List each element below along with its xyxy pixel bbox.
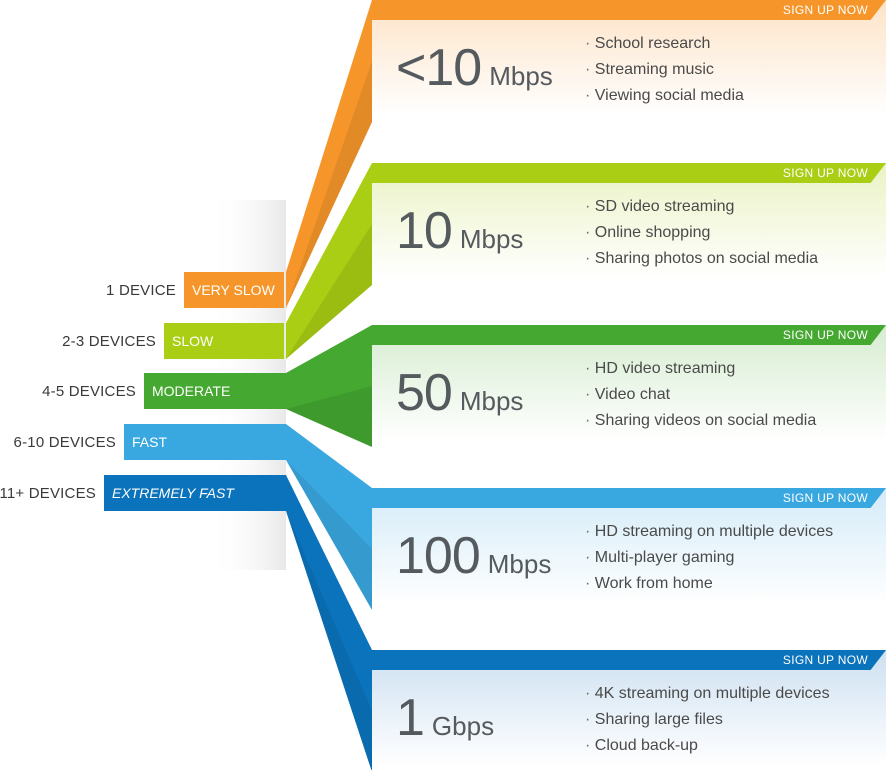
sign-up-button[interactable]: SIGN UP NOW xyxy=(782,166,868,180)
device-row-4-5: 4-5 DEVICES xyxy=(0,373,144,409)
device-count-label: 1 DEVICE xyxy=(106,281,176,299)
speed-unit: Mbps xyxy=(459,386,524,416)
device-row-2-3: 2-3 DEVICES xyxy=(0,323,164,359)
tier-panel-1-gbps: SIGN UP NOW 1 Gbps 4K streaming on multi… xyxy=(372,650,886,770)
device-row-1: 1 DEVICE xyxy=(0,272,184,308)
device-count-label: 6-10 DEVICES xyxy=(13,433,116,451)
speed-rating-fast: FAST xyxy=(124,424,286,460)
ribbon-connector-4 xyxy=(286,424,372,610)
device-row-11-plus: 11+ DEVICES xyxy=(0,475,104,511)
ribbon-connector-5 xyxy=(286,475,372,770)
use-case-item: Sharing large files xyxy=(585,707,830,733)
use-case-item: HD streaming on multiple devices xyxy=(585,519,833,545)
use-case-item: 4K streaming on multiple devices xyxy=(585,681,830,707)
tier-header-strip xyxy=(372,0,886,20)
speed-number: <10 xyxy=(396,39,482,97)
use-case-item: HD video streaming xyxy=(585,356,816,382)
speed-rating-moderate: MODERATE xyxy=(144,373,286,409)
tier-speed: 50 Mbps xyxy=(396,365,523,421)
use-case-item: Online shopping xyxy=(585,220,818,246)
speed-unit: Gbps xyxy=(431,711,495,741)
tier-header-strip xyxy=(372,163,886,183)
sign-up-button[interactable]: SIGN UP NOW xyxy=(782,328,868,342)
tier-speed: 1 Gbps xyxy=(396,690,494,746)
speed-number: 100 xyxy=(396,527,481,585)
use-case-item: Sharing photos on social media xyxy=(585,246,818,272)
use-case-item: Work from home xyxy=(585,571,833,597)
use-case-item: Streaming music xyxy=(585,57,744,83)
speed-rating-very-slow: VERY SLOW xyxy=(184,272,284,308)
speed-unit: Mbps xyxy=(487,549,552,579)
tier-speed: <10 Mbps xyxy=(396,40,553,96)
ribbon-fold-3 xyxy=(286,386,372,447)
use-case-item: Video chat xyxy=(585,382,816,408)
speed-number: 50 xyxy=(396,364,453,422)
use-case-list: SD video streaming Online shopping Shari… xyxy=(585,194,818,272)
speed-unit: Mbps xyxy=(489,61,553,91)
tier-panel-under-10-mbps: SIGN UP NOW <10 Mbps School research Str… xyxy=(372,0,886,122)
ribbon-connector-1 xyxy=(286,0,373,308)
ribbon-connector-2 xyxy=(286,163,373,359)
tier-header-strip xyxy=(372,650,886,670)
device-row-6-10: 6-10 DEVICES xyxy=(0,424,124,460)
tier-panel-50-mbps: SIGN UP NOW 50 Mbps HD video streaming V… xyxy=(372,325,886,447)
sign-up-button[interactable]: SIGN UP NOW xyxy=(782,653,868,667)
tier-header-strip xyxy=(372,488,886,508)
use-case-item: Cloud back-up xyxy=(585,733,830,759)
use-case-item: School research xyxy=(585,31,744,57)
speed-rating-slow: SLOW xyxy=(164,323,284,359)
tier-panel-100-mbps: SIGN UP NOW 100 Mbps HD streaming on mul… xyxy=(372,488,886,610)
device-count-label: 4-5 DEVICES xyxy=(42,382,136,400)
ribbon-fold-5 xyxy=(286,511,372,770)
use-case-item: Multi-player gaming xyxy=(585,545,833,571)
speed-rating-extremely-fast: EXTREMELY FAST xyxy=(104,475,286,511)
use-case-item: SD video streaming xyxy=(585,194,818,220)
ribbon-connector-3 xyxy=(286,325,372,447)
tier-header-strip xyxy=(372,325,886,345)
speed-number: 10 xyxy=(396,202,453,260)
use-case-list: 4K streaming on multiple devices Sharing… xyxy=(585,681,830,759)
speed-number: 1 xyxy=(396,689,425,747)
device-count-label: 11+ DEVICES xyxy=(0,484,96,502)
speed-unit: Mbps xyxy=(459,224,524,254)
use-case-list: HD streaming on multiple devices Multi-p… xyxy=(585,519,833,597)
sign-up-button[interactable]: SIGN UP NOW xyxy=(782,491,868,505)
tier-speed: 100 Mbps xyxy=(396,528,551,584)
use-case-item: Viewing social media xyxy=(585,83,744,109)
sign-up-button[interactable]: SIGN UP NOW xyxy=(782,3,868,17)
ribbon-fold-4 xyxy=(286,460,372,610)
use-case-list: HD video streaming Video chat Sharing vi… xyxy=(585,356,816,434)
use-case-list: School research Streaming music Viewing … xyxy=(585,31,744,109)
use-case-item: Sharing videos on social media xyxy=(585,408,816,434)
device-count-label: 2-3 DEVICES xyxy=(62,332,156,350)
ribbon-fold-2 xyxy=(286,224,372,359)
ribbon-fold-1 xyxy=(286,61,372,308)
tier-speed: 10 Mbps xyxy=(396,203,523,259)
tier-panel-10-mbps: SIGN UP NOW 10 Mbps SD video streaming O… xyxy=(372,163,886,285)
